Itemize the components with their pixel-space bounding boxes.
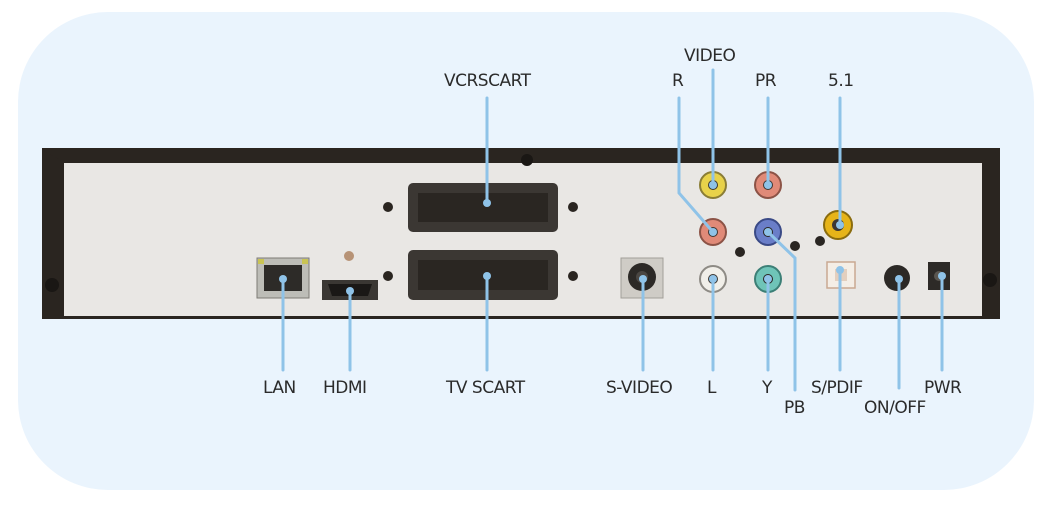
dot-lan bbox=[279, 275, 287, 283]
dot-video bbox=[709, 181, 717, 189]
panel-screw-3 bbox=[815, 236, 825, 246]
dot-r bbox=[709, 228, 717, 236]
dot-5-1 bbox=[836, 221, 844, 229]
hdmi-indicator bbox=[344, 251, 354, 261]
scart-screw-right-2 bbox=[568, 271, 578, 281]
lan-led-left bbox=[258, 259, 264, 264]
dot-s-pdif bbox=[836, 266, 844, 274]
leader-endpoints bbox=[279, 181, 946, 295]
lan-led-right bbox=[302, 259, 308, 264]
dot-on-off bbox=[895, 275, 903, 283]
label-vcr-scart: VCRSCART bbox=[444, 71, 531, 91]
vcr-scart-pins bbox=[418, 193, 548, 222]
chassis-bottom-edge bbox=[42, 316, 1000, 319]
leader-lines bbox=[281, 68, 944, 392]
scart-screw-right bbox=[568, 202, 578, 212]
label-on-off: ON/OFF bbox=[864, 398, 926, 418]
scart-screw-left bbox=[383, 202, 393, 212]
label-video: VIDEO bbox=[684, 46, 736, 66]
dot-l bbox=[709, 275, 717, 283]
dot-pb bbox=[764, 228, 772, 236]
dot-tv-scart bbox=[483, 272, 491, 280]
leader-r bbox=[677, 96, 715, 234]
label-s-pdif: S/PDIF bbox=[811, 378, 863, 398]
label-r: R bbox=[672, 71, 684, 91]
dot-y bbox=[764, 275, 772, 283]
screw-left bbox=[45, 278, 59, 292]
label-5-1: 5.1 bbox=[828, 71, 854, 91]
dot-hdmi bbox=[346, 287, 354, 295]
label-y: Y bbox=[762, 378, 772, 398]
label-lan: LAN bbox=[263, 378, 296, 398]
chassis-top-bar bbox=[42, 148, 1000, 165]
label-pb: PB bbox=[784, 398, 805, 418]
dot-pr bbox=[764, 181, 772, 189]
dot-pwr bbox=[938, 272, 946, 280]
screw-right bbox=[983, 273, 997, 287]
dot-vcr-scart bbox=[483, 199, 491, 207]
leader-pb bbox=[766, 230, 797, 392]
label-pr: PR bbox=[755, 71, 777, 91]
tv-scart-pins bbox=[418, 260, 548, 290]
panel-screw-2 bbox=[790, 241, 800, 251]
label-tv-scart: TV SCART bbox=[446, 378, 525, 398]
chassis-right-wall bbox=[980, 150, 1000, 318]
label-s-video: S-VIDEO bbox=[606, 378, 673, 398]
label-hdmi: HDMI bbox=[323, 378, 367, 398]
dot-s-video bbox=[639, 275, 647, 283]
chassis-left-wall bbox=[42, 150, 66, 318]
screw-top bbox=[521, 154, 533, 166]
label-pwr: PWR bbox=[924, 378, 962, 398]
label-l: L bbox=[707, 378, 716, 398]
scart-screw-left-2 bbox=[383, 271, 393, 281]
panel-screw-1 bbox=[735, 247, 745, 257]
